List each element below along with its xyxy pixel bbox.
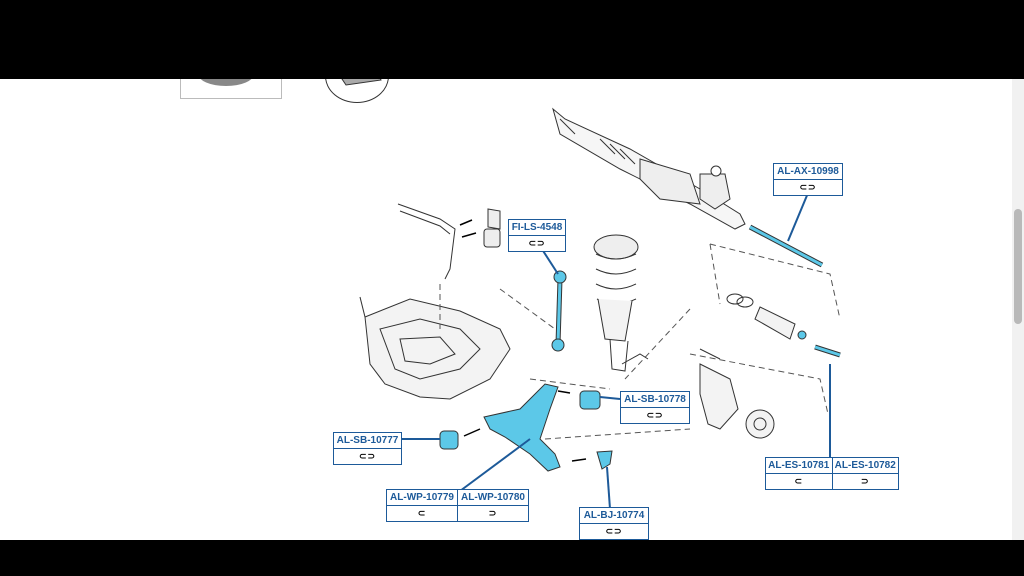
label-stabilizer-link[interactable]: FI-LS-4548 ⊂⊃ [508, 219, 566, 252]
leader-ball-joint [606, 466, 611, 510]
leader-tie-rod [787, 192, 809, 242]
boot-drawing [726, 293, 807, 340]
knuckle-hub-drawing [699, 348, 775, 439]
suspension-thumbnail-image [341, 79, 382, 86]
strut-assembly-drawing [593, 234, 649, 372]
ball-joint-part [596, 450, 613, 470]
page-viewport: AL-AX-10998 ⊂⊃ FI-LS-4548 ⊂⊃ AL-SB-10778… [0, 79, 1024, 540]
link-arrows-icon[interactable]: ⊂⊃ [358, 451, 377, 461]
lower-control-arm [483, 383, 561, 472]
label-ball-joint[interactable]: AL-BJ-10774 ⊂⊃ [579, 507, 649, 540]
link-arrows-icon[interactable]: ⊂⊃ [528, 238, 546, 248]
left-link-icon[interactable]: ⊂ [794, 476, 804, 486]
stabilizer-link-top-joint [553, 270, 567, 284]
steering-rack-drawing [552, 107, 746, 230]
front-bushing-part [439, 430, 459, 450]
part-code-right[interactable]: AL-ES-10782 [831, 458, 899, 473]
stabilizer-bar-drawing [397, 203, 501, 280]
vertical-scrollbar[interactable] [1012, 79, 1024, 540]
right-link-icon[interactable]: ⊃ [831, 474, 899, 489]
scrollbar-thumb[interactable] [1014, 209, 1022, 324]
part-code[interactable]: FI-LS-4548 [511, 222, 563, 233]
tie-rod-end-highlight [814, 345, 841, 357]
rear-bushing-part [579, 390, 601, 410]
right-link-icon[interactable]: ⊃ [457, 506, 528, 521]
stabilizer-link-highlight [556, 278, 562, 345]
stabilizer-link-bottom-joint [551, 338, 565, 352]
arrow-stabilizer [461, 232, 477, 238]
leader-wishbone [459, 438, 531, 492]
part-code[interactable]: AL-BJ-10774 [583, 510, 645, 521]
part-code-left[interactable]: AL-ES-10781 [768, 460, 830, 471]
label-front-bushing[interactable]: AL-SB-10777 ⊂⊃ [333, 432, 402, 465]
suspension-exploded-diagram [359, 107, 841, 510]
part-code[interactable]: AL-SB-10777 [336, 435, 399, 446]
wheel-thumbnail-image [200, 79, 252, 86]
label-wishbones[interactable]: AL-WP-10779 AL-WP-10780 ⊂ ⊃ [386, 489, 529, 522]
part-code-right[interactable]: AL-WP-10780 [457, 490, 528, 505]
label-rear-bushing[interactable]: AL-SB-10778 ⊂⊃ [620, 391, 690, 424]
link-arrows-icon[interactable]: ⊂⊃ [799, 182, 817, 192]
thumbnail-wheel[interactable] [180, 79, 282, 99]
leader-rear-bushing [599, 396, 621, 400]
label-tie-rod-ends[interactable]: AL-ES-10781 AL-ES-10782 ⊂ ⊃ [765, 457, 899, 490]
part-code[interactable]: AL-SB-10778 [624, 394, 686, 405]
left-link-icon[interactable]: ⊂ [417, 508, 427, 518]
subframe-drawing [359, 296, 511, 400]
link-arrows-icon[interactable]: ⊂⊃ [605, 526, 623, 536]
tie-rod-highlight [749, 225, 823, 267]
part-code-left[interactable]: AL-WP-10779 [390, 492, 454, 503]
part-code[interactable]: AL-AX-10998 [777, 166, 839, 177]
label-tie-rod[interactable]: AL-AX-10998 ⊂⊃ [773, 163, 843, 196]
link-arrows-icon[interactable]: ⊂⊃ [646, 410, 664, 420]
